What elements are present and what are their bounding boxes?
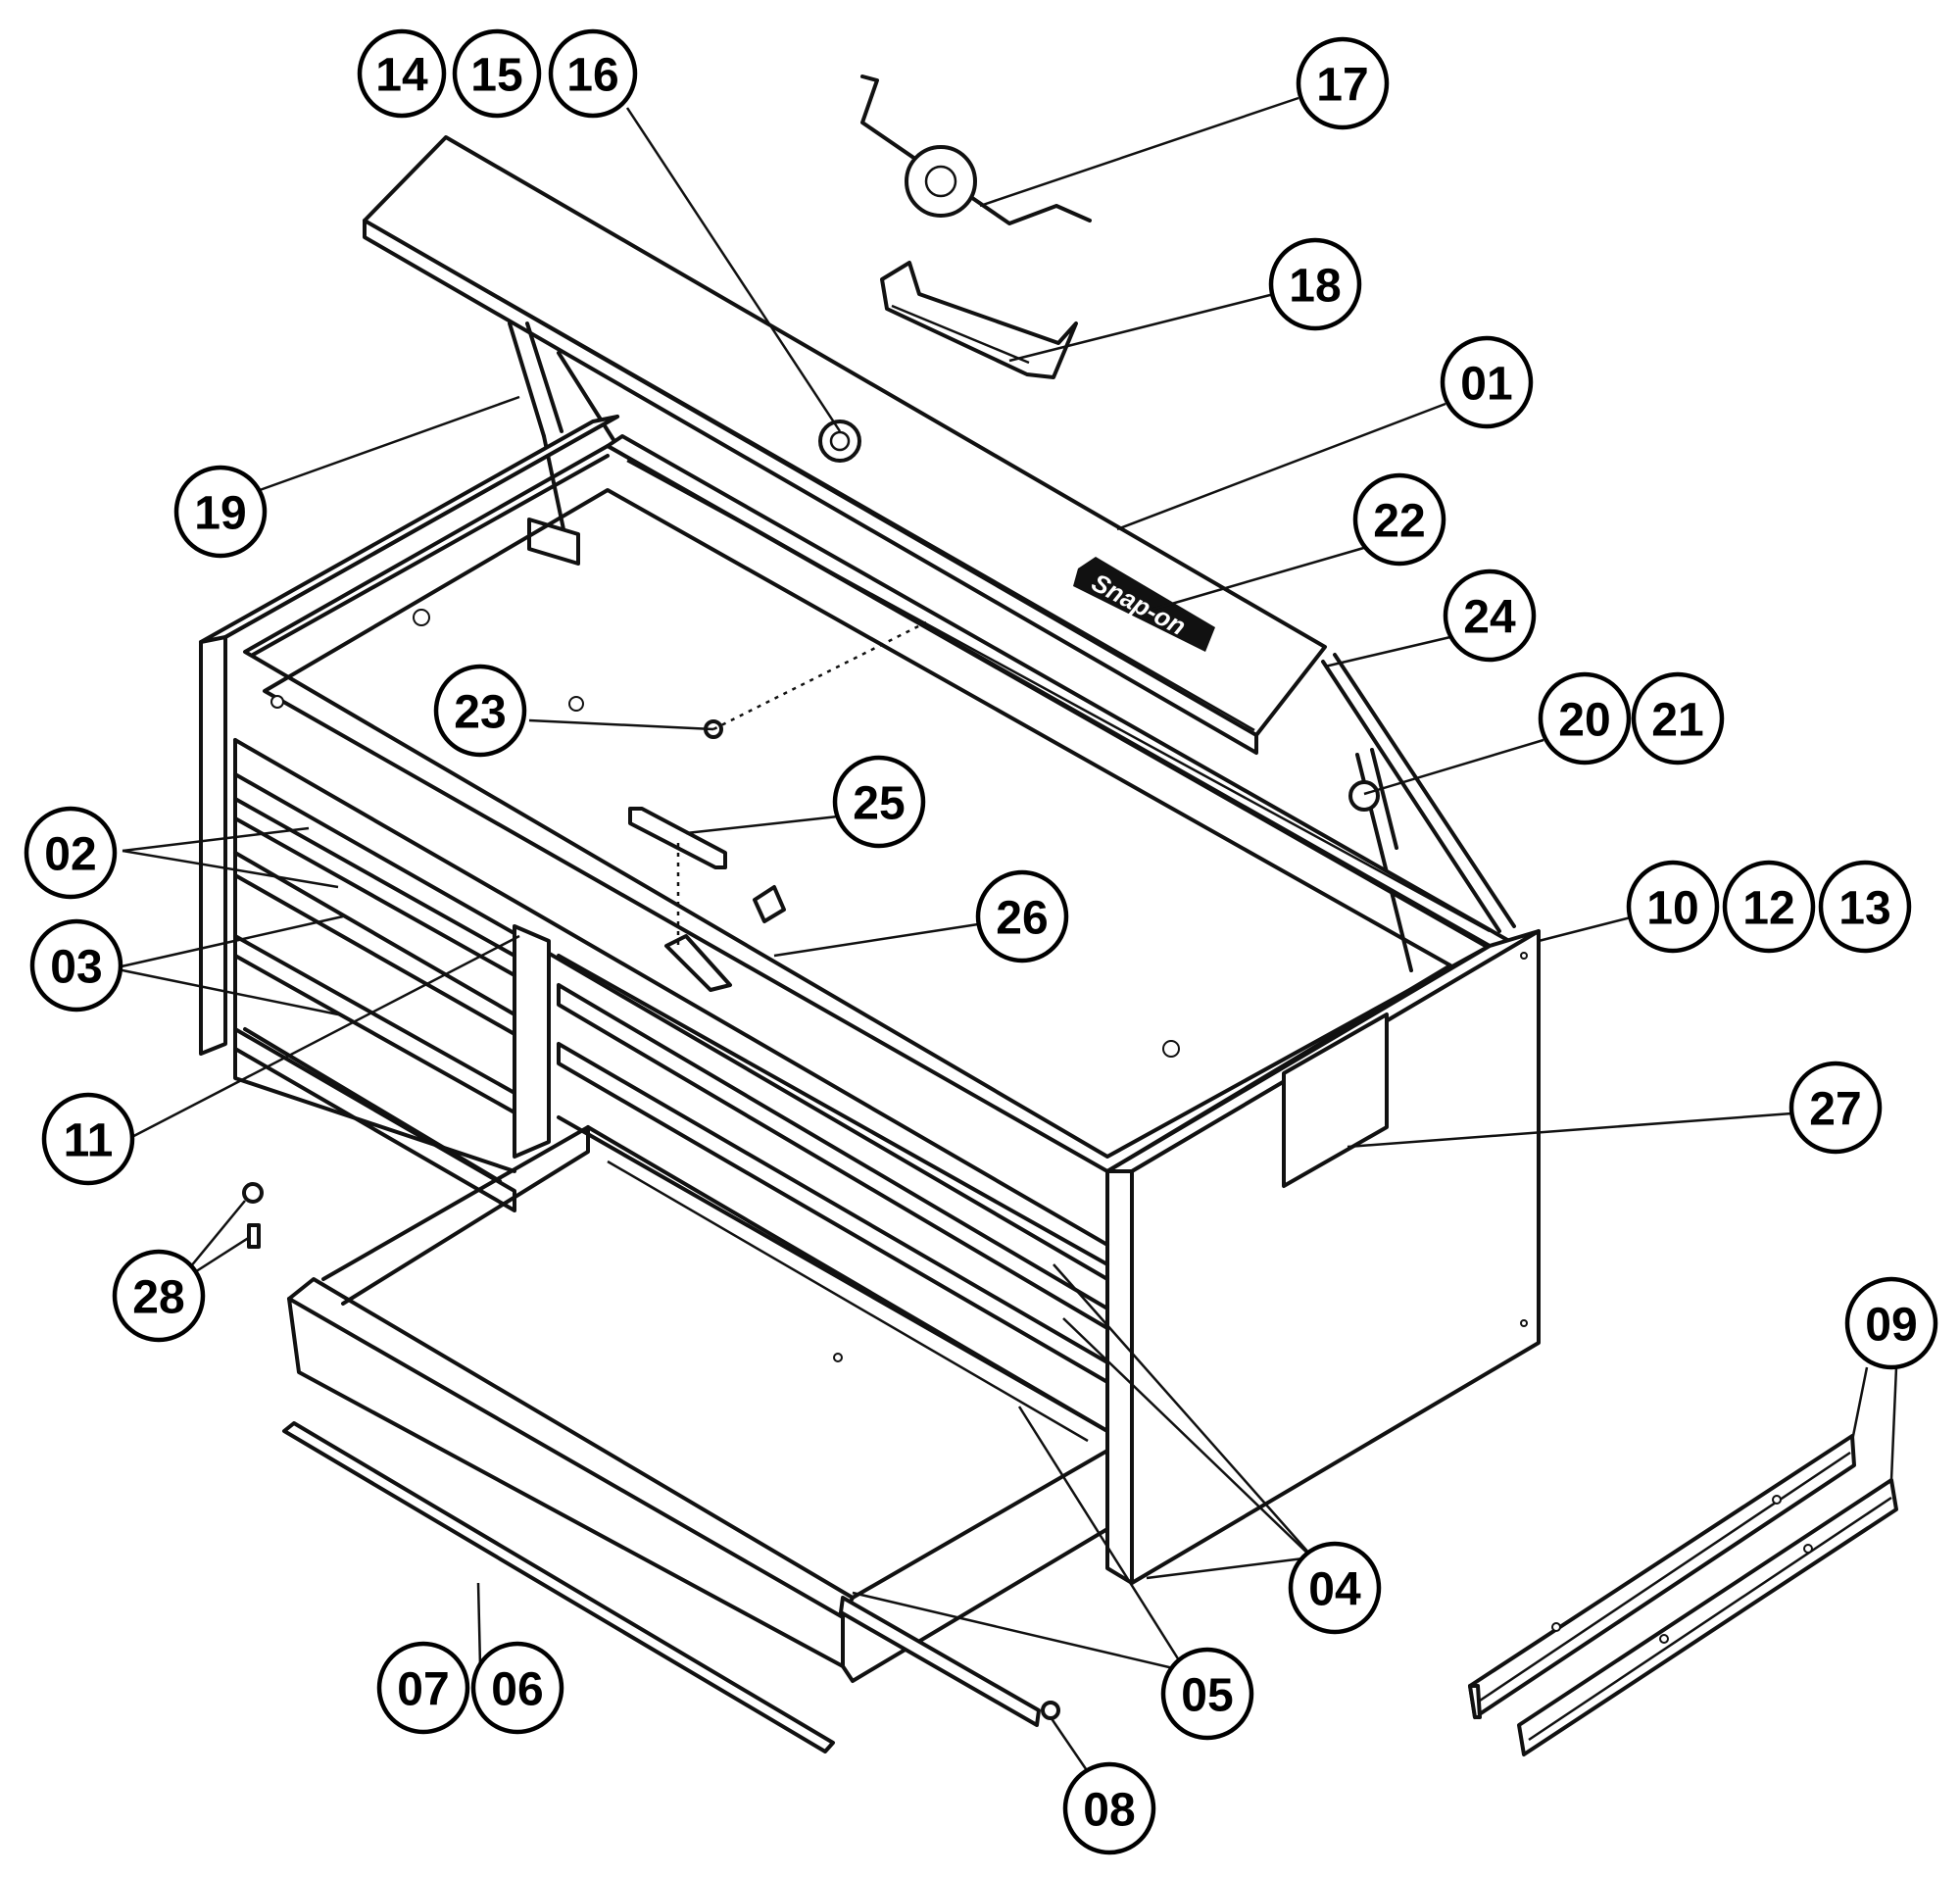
svg-text:21: 21 (1651, 695, 1703, 747)
callout-26: 26 (975, 869, 1069, 963)
svg-text:14: 14 (375, 50, 428, 102)
callout-23: 23 (433, 664, 527, 758)
leader-lines (112, 96, 1898, 1804)
callout-09: 09 (1844, 1276, 1938, 1370)
callout-18: 18 (1268, 237, 1362, 331)
callout-21: 21 (1631, 671, 1725, 766)
callout-10: 10 (1626, 860, 1720, 954)
callout-06: 06 (470, 1641, 564, 1735)
svg-text:13: 13 (1838, 883, 1890, 935)
drawer-fronts (233, 738, 1109, 1453)
right-side-panel (1105, 929, 1541, 1585)
callout-08: 08 (1062, 1761, 1156, 1855)
callout-22: 22 (1352, 472, 1446, 567)
svg-text:24: 24 (1463, 592, 1516, 644)
svg-text:03: 03 (50, 942, 102, 994)
callout-15: 15 (452, 28, 542, 119)
callout-05: 05 (1160, 1647, 1254, 1741)
drawer-slides (1468, 1434, 1898, 1756)
svg-text:09: 09 (1865, 1300, 1917, 1352)
svg-text:27: 27 (1809, 1084, 1861, 1136)
svg-text:05: 05 (1181, 1670, 1233, 1722)
callout-19: 19 (173, 465, 268, 559)
left-side-panel (199, 415, 619, 1056)
trim-strip (282, 1421, 835, 1754)
svg-text:07: 07 (397, 1664, 449, 1716)
callout-28: 28 (112, 1249, 206, 1343)
callout-04: 04 (1288, 1541, 1382, 1635)
svg-text:28: 28 (132, 1272, 184, 1324)
svg-text:11: 11 (64, 1115, 114, 1167)
lock-rod (860, 74, 1092, 225)
svg-text:01: 01 (1460, 359, 1512, 411)
svg-text:18: 18 (1289, 261, 1341, 313)
svg-text:16: 16 (566, 50, 618, 102)
lid-bracket (880, 261, 1078, 379)
callout-24: 24 (1443, 568, 1537, 663)
svg-text:26: 26 (996, 893, 1048, 945)
callout-27: 27 (1788, 1061, 1883, 1155)
lid-part: Snap-on (363, 135, 1327, 755)
callout-12: 12 (1722, 860, 1816, 954)
callout-17: 17 (1296, 36, 1390, 130)
svg-text:19: 19 (194, 488, 246, 540)
svg-text:06: 06 (491, 1664, 543, 1716)
svg-text:04: 04 (1308, 1564, 1361, 1616)
svg-text:12: 12 (1742, 883, 1794, 935)
callout-03: 03 (29, 918, 123, 1013)
svg-text:17: 17 (1316, 60, 1368, 112)
svg-text:10: 10 (1646, 883, 1698, 935)
spacer-plate (628, 807, 727, 869)
svg-text:15: 15 (470, 50, 522, 102)
callout-20: 20 (1538, 671, 1632, 766)
callout-07: 07 (376, 1641, 470, 1735)
callout-25: 25 (832, 755, 926, 849)
svg-text:25: 25 (853, 778, 905, 830)
svg-text:23: 23 (454, 687, 506, 739)
svg-text:08: 08 (1083, 1785, 1135, 1837)
callout-02: 02 (24, 806, 118, 900)
svg-text:20: 20 (1558, 695, 1610, 747)
callout-11: 11 (41, 1092, 135, 1186)
open-drawer (287, 1125, 1109, 1727)
callout-13: 13 (1818, 860, 1912, 954)
callout-14: 14 (357, 28, 447, 119)
svg-text:02: 02 (44, 829, 96, 881)
callout-16: 16 (548, 28, 638, 119)
callout-01: 01 (1440, 335, 1534, 429)
svg-text:22: 22 (1373, 496, 1425, 548)
